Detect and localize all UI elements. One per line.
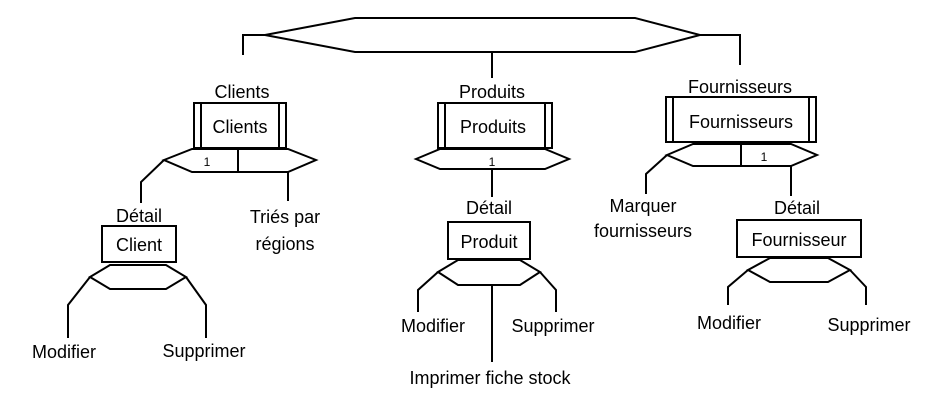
action-produit-modifier: Modifier [401,316,465,336]
detail-produit-selector [436,259,542,286]
fournisseur-modifier-connector [727,269,749,305]
detail-fournisseur-selector [745,257,853,283]
fournisseurs-title: Fournisseurs [688,77,792,97]
detail-fournisseur-box [736,219,862,258]
fournisseurs-to-marquer-connector [645,154,668,194]
action-produit-supprimer: Supprimer [511,316,594,336]
action-client-supprimer: Supprimer [162,341,245,361]
produit-modifier-connector [417,271,439,312]
clients-box-label: Clients [212,117,267,137]
detail-produit-box [447,221,531,260]
node-clients: Clients Clients 1 [140,82,319,203]
produits-box-outer [437,102,553,149]
produits-box-label: Produits [460,117,526,137]
action-fournisseur-modifier: Modifier [697,313,761,333]
root-connector-left [242,34,265,55]
root-hub [242,17,741,78]
clients-selector [161,148,319,173]
detail-client-title: Détail [116,206,162,226]
root-connector-right [700,34,741,65]
node-detail-client: Détail Client [67,206,207,338]
detail-fournisseur-title: Détail [774,198,820,218]
node-detail-produit: Détail Produit [417,198,557,362]
node-detail-fournisseur: Détail Fournisseur [727,198,867,305]
action-marquer-fournisseurs-line-2: fournisseurs [594,221,692,241]
fournisseurs-box-label: Fournisseurs [689,112,793,132]
node-produits: Produits Produits 1 [413,82,572,197]
detail-client-box [101,225,177,263]
fournisseurs-selector-label: 1 [761,150,768,164]
node-fournisseurs: Fournisseurs Fournisseurs 1 [645,77,820,196]
detail-client-box-label: Client [116,235,162,255]
clients-selector-label: 1 [204,155,211,169]
clients-title: Clients [214,82,269,102]
fournisseur-supprimer-connector [849,269,867,305]
detail-fournisseur-box-label: Fournisseur [751,230,846,250]
action-produit-imprimer: Imprimer fiche stock [409,368,571,388]
action-tries-par-regions-line-1: Triés par [250,207,320,227]
detail-produit-title: Détail [466,198,512,218]
root-hexagon [264,17,704,53]
produits-selector-label: 1 [489,155,496,169]
fournisseurs-box-outer [665,96,817,143]
action-fournisseur-supprimer: Supprimer [827,315,910,335]
clients-to-detail-connector [140,159,165,203]
produits-title: Produits [459,82,525,102]
action-client-modifier: Modifier [32,342,96,362]
action-tries-par-regions-line-2: régions [255,234,314,254]
produits-selector [413,148,572,170]
client-modifier-connector [67,276,91,338]
client-supprimer-connector [185,276,207,338]
produit-supprimer-connector [539,271,557,312]
detail-produit-box-label: Produit [460,232,517,252]
detail-client-selector [88,264,188,290]
action-marquer-fournisseurs-line-1: Marquer [609,196,676,216]
